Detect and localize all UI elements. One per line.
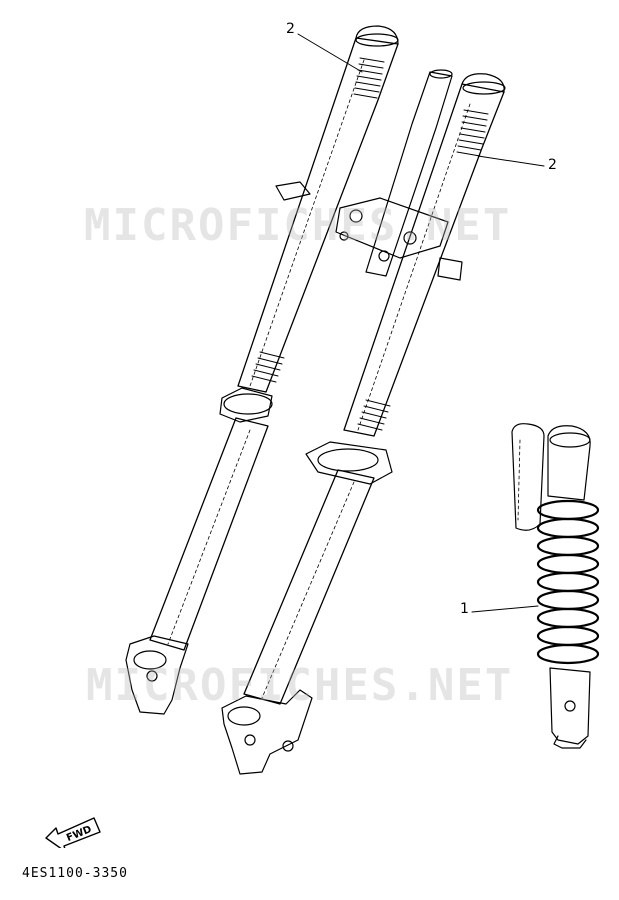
leader-lines [297, 33, 545, 613]
watermark-top: MICROFICHES.NET [84, 200, 512, 251]
diagram-part-number: 4ES1100-3350 [22, 866, 128, 881]
rear-shock [511, 423, 600, 749]
callout-right-fork-spring: 2 [548, 157, 557, 173]
fwd-arrow-icon: FWD [45, 817, 101, 848]
callout-left-fork-spring: 2 [286, 21, 295, 37]
left-fork [125, 25, 399, 715]
callout-rear-spring: 1 [460, 601, 469, 617]
left-fork-upper-spring [353, 57, 385, 99]
right-fork-upper-spring [456, 109, 489, 157]
rear-shock-spring [536, 499, 600, 665]
right-fork [221, 69, 506, 775]
watermark-bottom: MICROFICHES.NET [86, 660, 514, 711]
